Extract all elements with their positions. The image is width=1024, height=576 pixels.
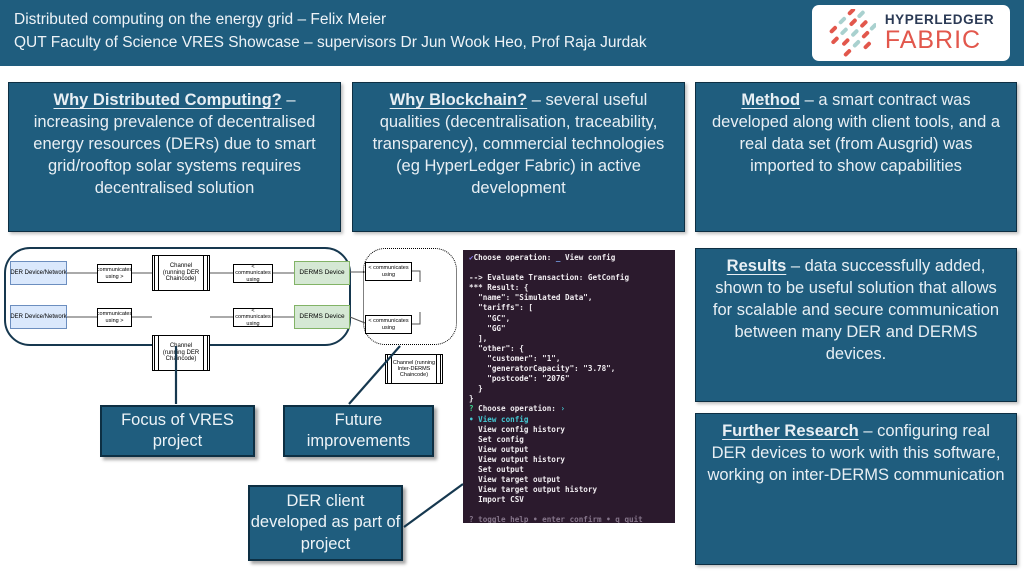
terminal-line: "GG" bbox=[469, 323, 506, 333]
diagram-node-communicates-future-2: < communicates using bbox=[365, 315, 412, 334]
diagram-node-communicates-1: communicates using > bbox=[97, 264, 132, 283]
terminal-line: *** Result: { bbox=[469, 283, 529, 293]
terminal-line: ], bbox=[469, 333, 488, 343]
diagram-node-channel-der-1: Channel (running DER Chaincode) bbox=[152, 255, 210, 291]
label-focus-of-vres: Focus of VRES project bbox=[100, 405, 255, 457]
card-body: – several useful qualities (decentralisa… bbox=[372, 91, 665, 197]
terminal-line: ? toggle help • enter confirm • q quit bbox=[469, 515, 643, 523]
terminal-line: "customer": "1", bbox=[469, 353, 561, 363]
diagram-node-communicates-2: < communicates using bbox=[233, 264, 273, 283]
terminal-line: View output history bbox=[469, 454, 566, 464]
diagram-node-channel-der-2: Channel (running DER Chaincode) bbox=[152, 335, 210, 371]
card-heading: Why Distributed Computing? bbox=[53, 91, 282, 109]
terminal-line: View config history bbox=[469, 424, 566, 434]
card-body: – a smart contract was developed along w… bbox=[711, 91, 1001, 175]
hyperledger-fabric-logo: HYPERLEDGER FABRIC bbox=[812, 5, 1010, 61]
diagram-node-der-device-1: DER Device/Network bbox=[10, 261, 67, 285]
diagram-node-communicates-future-1: < communicates using bbox=[365, 262, 412, 281]
terminal-line: "other": { bbox=[469, 343, 524, 353]
terminal-line: } bbox=[469, 384, 483, 394]
header-title-line2: QUT Faculty of Science VRES Showcase – s… bbox=[14, 34, 647, 51]
terminal-line bbox=[469, 505, 675, 515]
diagram-node-communicates-4: < communicates using bbox=[233, 308, 273, 327]
terminal-line: View target output history bbox=[469, 485, 598, 495]
terminal-line: "name": "Simulated Data", bbox=[469, 293, 593, 303]
card-heading: Method bbox=[741, 91, 801, 109]
card-why-distributed-computing: Why Distributed Computing? – increasing … bbox=[8, 82, 341, 232]
card-heading: Why Blockchain? bbox=[389, 91, 528, 109]
header-title-line1: Distributed computing on the energy grid… bbox=[14, 11, 387, 28]
terminal-line: "postcode": "2076" bbox=[469, 374, 570, 384]
card-why-blockchain: Why Blockchain? – several useful qualiti… bbox=[352, 82, 685, 232]
terminal-line: --> Evaluate Transaction: GetConfig bbox=[469, 273, 630, 283]
terminal-line: } bbox=[469, 394, 474, 404]
terminal-line: Set output bbox=[469, 464, 524, 474]
fabric-weave-icon bbox=[829, 9, 876, 57]
card-body: – increasing prevalence of decentralised… bbox=[33, 91, 316, 197]
card-heading: Results bbox=[726, 257, 787, 275]
logo-fabric-label: FABRIC bbox=[884, 26, 982, 55]
terminal-line: • View config bbox=[469, 414, 529, 424]
terminal-line bbox=[469, 263, 675, 273]
terminal-line: Set config bbox=[469, 434, 524, 444]
header-title: Distributed computing on the energy grid… bbox=[14, 8, 647, 54]
card-method: Method – a smart contract was developed … bbox=[695, 82, 1017, 232]
diagram-node-derms-device-2: DERMS Device bbox=[294, 305, 350, 329]
header-bar: Distributed computing on the energy grid… bbox=[0, 0, 1024, 66]
terminal-screenshot: ✔Choose operation: _ View config --> Eva… bbox=[463, 250, 675, 523]
logo-text: HYPERLEDGER FABRIC bbox=[885, 13, 994, 54]
card-body: – data successfully added, shown to be u… bbox=[712, 257, 1000, 363]
terminal-line: "GC", bbox=[469, 313, 511, 323]
terminal-line: "generatorCapacity": "3.78", bbox=[469, 364, 616, 374]
card-further-research: Further Research – configuring real DER … bbox=[695, 413, 1017, 565]
terminal-line: View output bbox=[469, 444, 529, 454]
label-future-improvements: Future improvements bbox=[283, 405, 434, 457]
logo-hyperledger-label: HYPERLEDGER bbox=[884, 11, 995, 27]
terminal-line: ✔Choose operation: _ View config bbox=[469, 253, 616, 262]
card-body: – configuring real DER devices to work w… bbox=[707, 422, 1005, 484]
card-results: Results – data successfully added, shown… bbox=[695, 248, 1017, 402]
diagram-node-der-device-2: DER Device/Network bbox=[10, 305, 67, 329]
terminal-line: Import CSV bbox=[469, 495, 524, 505]
label-der-client: DER client developed as part of project bbox=[248, 485, 403, 561]
diagram-node-channel-inter-derms: Channel (running Inter-DERMS Chaincode) bbox=[385, 354, 443, 384]
terminal-line: View target output bbox=[469, 475, 561, 485]
diagram-node-derms-device-1: DERMS Device bbox=[294, 261, 350, 285]
terminal-line: "tariffs": [ bbox=[469, 303, 534, 313]
terminal-line: ? Choose operation: › bbox=[469, 404, 566, 414]
card-heading: Further Research bbox=[722, 422, 859, 440]
diagram-node-communicates-3: communicates using > bbox=[97, 308, 132, 327]
